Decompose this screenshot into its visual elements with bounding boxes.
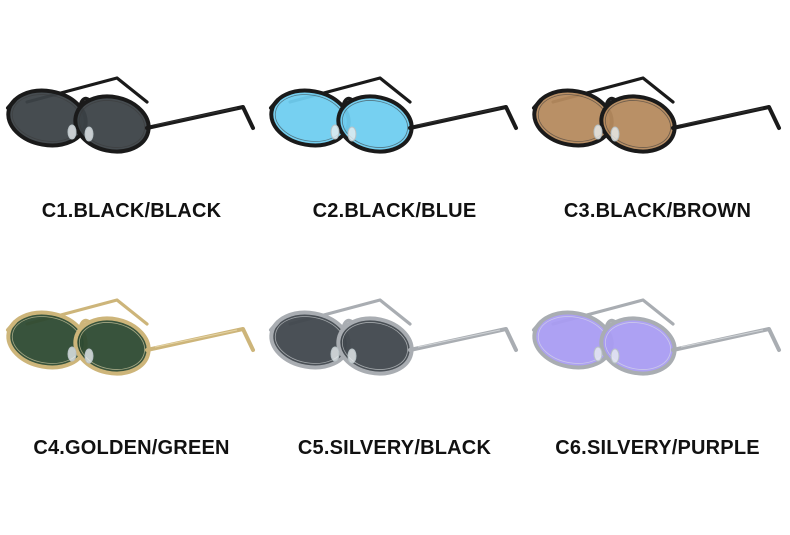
- left-hinge: [6, 98, 17, 110]
- right-lens: [599, 316, 677, 376]
- sunglasses-image: [532, 76, 781, 154]
- sunglasses-image: [6, 298, 255, 376]
- bridge: [79, 318, 91, 327]
- near-temple-arm: [671, 105, 781, 130]
- variant-label: C4.GOLDEN/GREEN: [33, 437, 230, 459]
- right-lens-rim-highlight: [604, 100, 672, 148]
- variant-label: C6.SILVERY/PURPLE: [555, 437, 760, 459]
- left-nose-pad: [593, 346, 603, 362]
- variant-label: C3.BLACK/BROWN: [563, 200, 752, 222]
- right-lens: [336, 316, 414, 376]
- left-nose-pad: [330, 346, 340, 362]
- variant-card-c1: C1.BLACK/BLACK: [0, 0, 263, 244]
- variant-label: C2.BLACK/BLUE: [312, 200, 477, 222]
- bridge: [605, 318, 617, 327]
- temple-arm-highlight: [417, 107, 501, 126]
- right-nose-pad: [347, 126, 357, 142]
- bridge: [342, 318, 354, 327]
- near-temple-arm: [671, 327, 781, 352]
- right-nose-pad: [84, 348, 94, 364]
- right-lens: [336, 94, 414, 154]
- temple-arm-highlight: [417, 329, 501, 348]
- left-hinge: [532, 320, 543, 332]
- right-lens: [599, 94, 677, 154]
- left-hinge: [532, 98, 543, 110]
- left-hinge: [269, 98, 280, 110]
- sunglasses-image: [6, 76, 255, 154]
- right-nose-pad: [610, 126, 620, 142]
- variant-card-c4: C4.GOLDEN/GREEN: [0, 244, 263, 535]
- sunglasses-image: [269, 76, 518, 154]
- near-temple-arm: [408, 105, 518, 130]
- left-nose-pad: [67, 124, 77, 140]
- right-lens-rim-highlight: [604, 322, 672, 370]
- right-lens: [73, 316, 151, 376]
- variant-card-c5: C5.SILVERY/BLACK: [263, 244, 526, 535]
- right-lens-rim-highlight: [78, 322, 146, 370]
- variant-card-c6: C6.SILVERY/PURPLE: [526, 244, 790, 535]
- variant-label: C1.BLACK/BLACK: [41, 200, 222, 222]
- near-temple-arm: [145, 327, 255, 352]
- left-nose-pad: [330, 124, 340, 140]
- right-nose-pad: [610, 348, 620, 364]
- right-lens-rim-highlight: [341, 100, 409, 148]
- right-lens-rim-highlight: [341, 322, 409, 370]
- right-nose-pad: [84, 126, 94, 142]
- bridge: [342, 96, 354, 105]
- temple-arm-highlight: [154, 329, 238, 348]
- sunglasses-image: [532, 298, 781, 376]
- bridge: [605, 96, 617, 105]
- temple-arm-highlight: [680, 329, 764, 348]
- right-lens-rim-highlight: [78, 100, 146, 148]
- left-nose-pad: [593, 124, 603, 140]
- left-nose-pad: [67, 346, 77, 362]
- right-nose-pad: [347, 348, 357, 364]
- bridge: [79, 96, 91, 105]
- near-temple-arm: [408, 327, 518, 352]
- left-hinge: [269, 320, 280, 332]
- variant-label: C5.SILVERY/BLACK: [297, 437, 492, 459]
- variant-card-c3: C3.BLACK/BROWN: [526, 0, 790, 244]
- right-lens: [73, 94, 151, 154]
- left-hinge: [6, 320, 17, 332]
- temple-arm-highlight: [680, 107, 764, 126]
- near-temple-arm: [145, 105, 255, 130]
- temple-arm-highlight: [154, 107, 238, 126]
- variant-card-c2: C2.BLACK/BLUE: [263, 0, 526, 244]
- sunglasses-image: [269, 298, 518, 376]
